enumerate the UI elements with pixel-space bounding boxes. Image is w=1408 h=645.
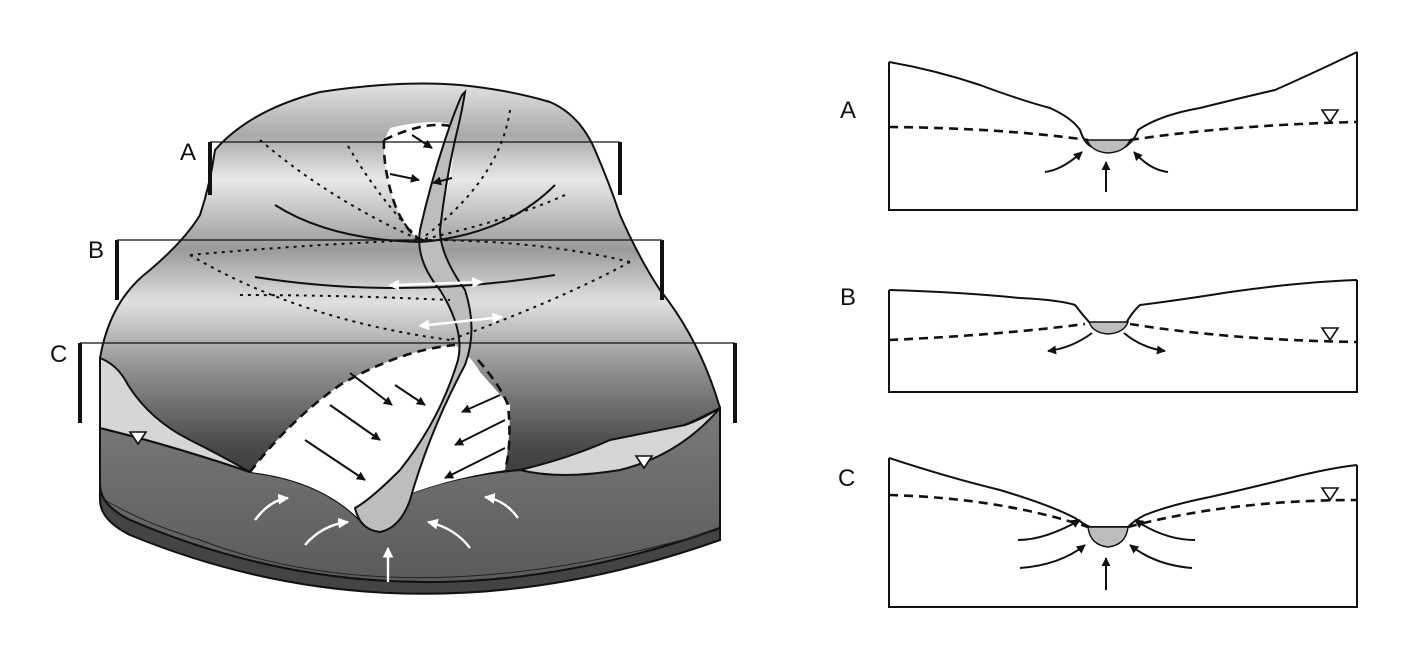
arrow-mid-double-1 [388,276,484,291]
section-b-water-table-right [1129,322,1358,344]
section-a-water-table-left [888,125,1089,142]
block-bottom-rim-line [101,497,719,579]
water-table-front-right [477,359,511,471]
water-table-triangle-icon [634,455,654,470]
section-c-arrow-right-lower [1129,544,1193,569]
water-table-triangle-icon [1320,487,1340,502]
section-c-arrow-right-upper [1134,519,1196,541]
arrow-face-5 [483,493,519,519]
flowline-lower-left [189,254,451,341]
cross-section-a: A [840,51,1358,211]
arrow-front-left-4 [394,384,426,406]
cross-section-c: C [838,457,1358,608]
section-a-arrow-right [1133,151,1169,173]
flowline-mid-right [419,239,631,263]
arrow-face-2 [304,517,350,546]
arrow-upstream-2 [389,173,420,183]
section-label-a: A [840,97,856,124]
flowline-lower-right [449,261,631,341]
section-c-arrow-left-lower [1019,544,1086,569]
section-c-water-table-left [888,493,1089,529]
section-a-ground [888,51,1358,148]
unsaturated-wedge-right [519,407,721,476]
section-c-ground [888,457,1358,528]
section-a-arrow-left [1044,151,1083,173]
flowline-upper-right [419,109,511,241]
arrow-upstream-3 [432,176,453,186]
section-b-frame [888,280,1358,393]
section-label-b: B [840,284,856,311]
cross-section-b: B [840,279,1358,393]
arrow-front-right-1 [461,394,501,413]
arrow-face-1 [254,493,290,521]
arrow-front-left-1 [349,372,393,406]
water-table-front-left [248,343,456,473]
section-a-frame [888,52,1358,211]
block-diagram: A B C [50,82,737,595]
arrow-front-left-3 [304,439,366,481]
section-c-water-table-right [1127,498,1358,529]
arrow-front-left-2 [329,404,381,441]
flowline-centre [239,294,451,301]
section-b-ground [888,279,1358,326]
arrow-front-right-3 [444,447,506,479]
arrow-face-4 [426,518,471,549]
section-c-frame [888,458,1358,608]
section-label-c: C [838,465,855,492]
section-c-arrow-left-upper [1017,519,1081,541]
arrow-mid-double-2 [418,312,504,331]
section-a-water-table-right [1129,120,1358,142]
water-table-triangle-icon [1320,109,1340,124]
section-a-stream [1085,139,1132,154]
arrow-front-right-2 [454,419,506,446]
section-b-stream [1087,321,1130,335]
water-table-triangle-icon [1320,327,1340,342]
block-bottom-rim [99,484,721,595]
section-b-arrow-right [1123,332,1166,355]
block-label-b: B [88,237,104,264]
water-table-triangle-icon [128,431,148,446]
section-c-stream [1087,526,1129,548]
flowline-upper-left-2 [347,145,421,241]
unsaturated-wedge-left [99,356,251,473]
block-label-a: A [180,139,196,166]
section-b-water-table-left [888,322,1086,342]
section-b-arrow-left [1047,332,1093,355]
block-label-c: C [50,341,67,368]
contour-upper [274,184,556,244]
